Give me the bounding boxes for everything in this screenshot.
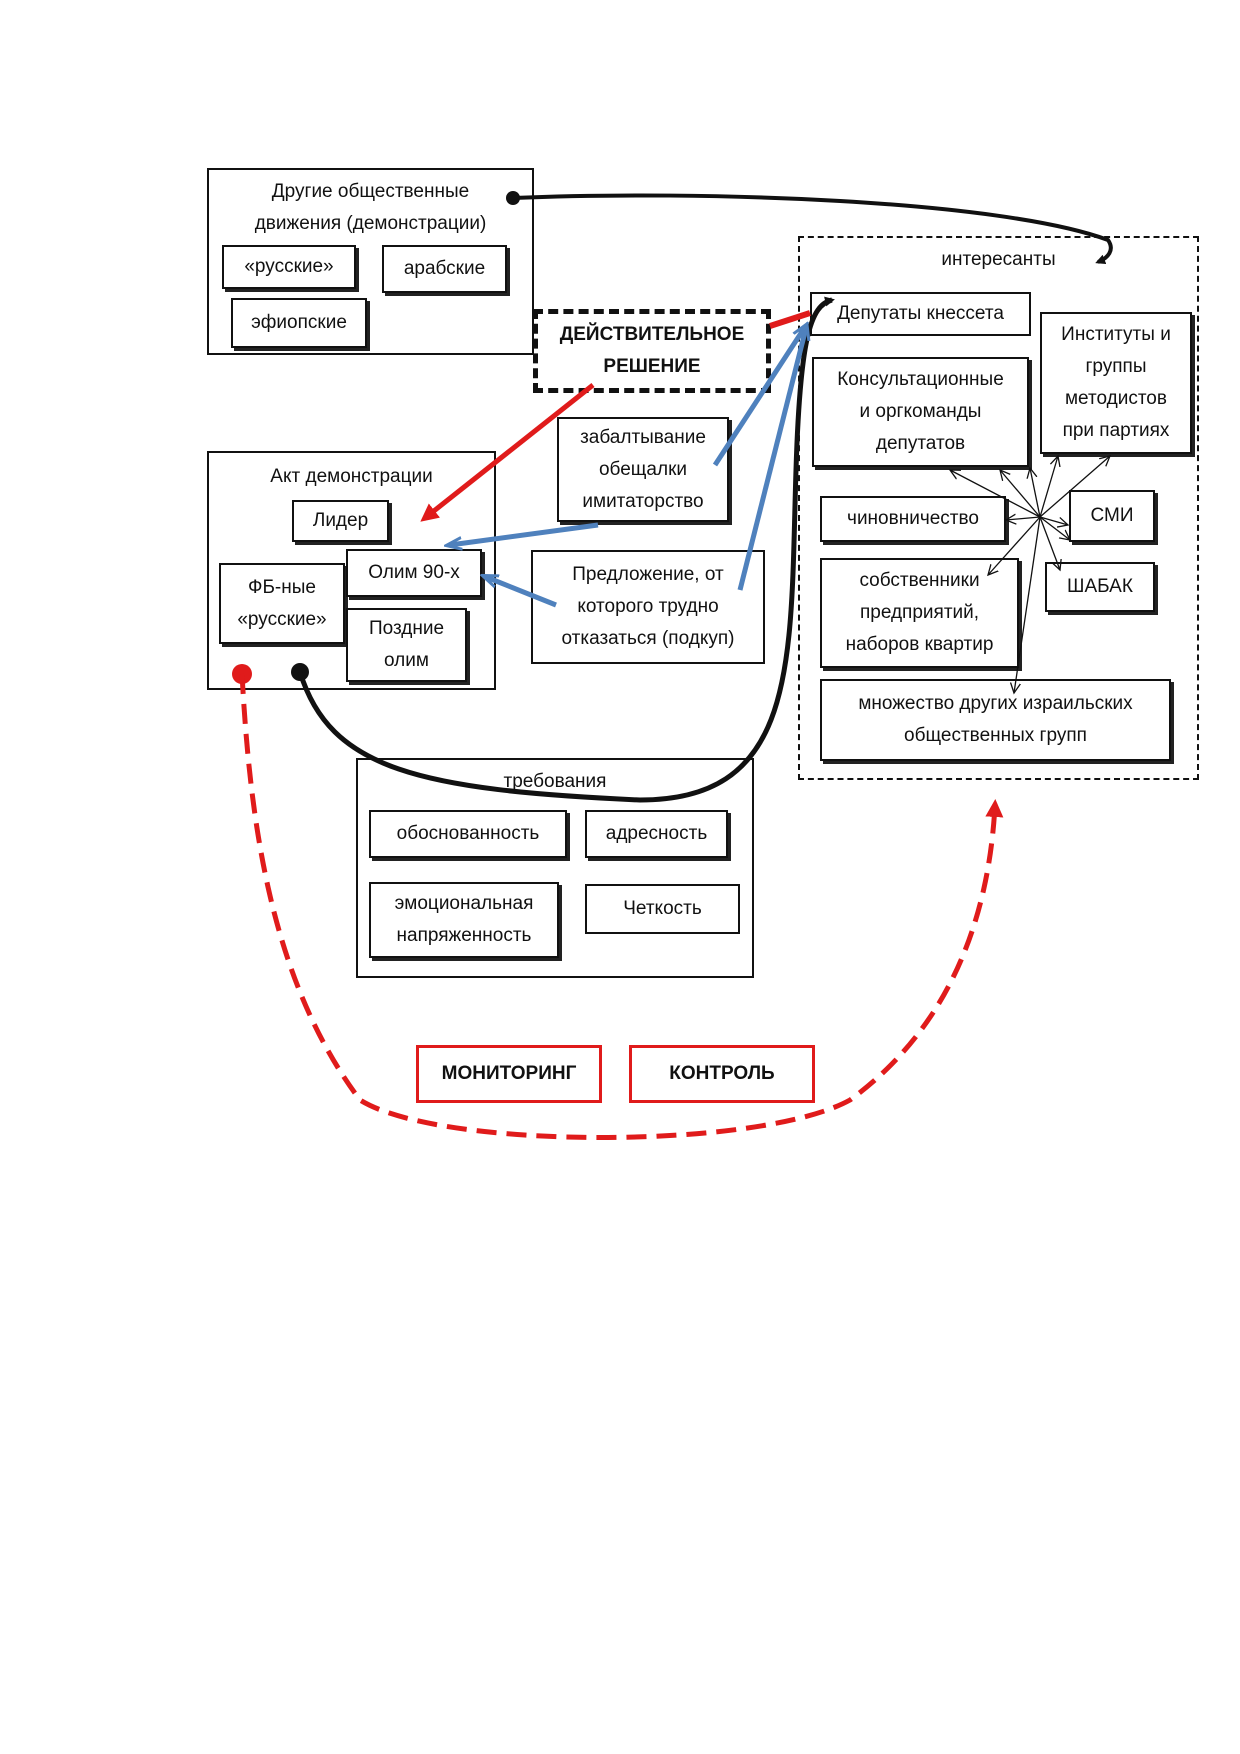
- stakeholders-title: интересанты: [941, 249, 1056, 270]
- targeted-box: адресность: [585, 810, 728, 858]
- real-decision-box: ДЕЙСТВИТЕЛЬНОЕ РЕШЕНИЕ: [533, 309, 771, 393]
- justified-box: обоснованность: [369, 810, 567, 858]
- monitoring-box: МОНИТОРИНГ: [416, 1045, 602, 1103]
- fb-russian-box: ФБ-ные «русские»: [219, 563, 345, 644]
- consulting-teams-box: Консультационные и оргкоманды депутатов: [812, 357, 1029, 467]
- offer-to-olim-arrow: [486, 577, 557, 608]
- shabak-box: ШАБАК: [1045, 562, 1155, 612]
- monitoring-control-loop: [239, 673, 1004, 1140]
- control-box: КОНТРОЛЬ: [629, 1045, 815, 1103]
- decision-to-demo-arrow: [420, 383, 595, 522]
- other-groups-box: множество других израильских общественны…: [820, 679, 1171, 761]
- stalling-box: забалтывание обещалки имитаторство: [557, 417, 729, 522]
- knesset-decision-link: [769, 310, 811, 329]
- media-box: СМИ: [1069, 490, 1155, 542]
- knesset-members-box: Депутаты кнессета: [810, 292, 1031, 336]
- emotional-tension-box: эмоциональная напряженность: [369, 882, 559, 958]
- russian-movement-box: «русские»: [222, 245, 356, 289]
- demonstration-act-title: Акт демонстрации: [270, 466, 433, 487]
- late-olim-box: Поздние олим: [346, 608, 467, 682]
- requirements-title: требования: [503, 771, 607, 792]
- business-owners-box: собственники предприятий, наборов кварти…: [820, 558, 1019, 668]
- leader-box: Лидер: [292, 500, 389, 542]
- party-institutes-box: Институты и группы методистов при партия…: [1040, 312, 1192, 454]
- other-movements-title: Другие общественные движения (демонстрац…: [254, 181, 487, 234]
- stakeholders-box: интересанты: [798, 236, 1199, 780]
- offer-to-knesset-arrow: [737, 328, 806, 591]
- demo-to-knesset-arrow: [297, 296, 835, 803]
- arab-movement-box: арабские: [382, 245, 507, 293]
- clarity-box: Четкость: [585, 884, 740, 934]
- stalling-to-knesset-arrow: [712, 327, 805, 467]
- interaction-star: [950, 456, 1110, 693]
- olim-90s-box: Олим 90-х: [346, 549, 482, 597]
- ethiopian-movement-box: эфиопские: [231, 298, 367, 348]
- officials-box: чиновничество: [820, 496, 1006, 542]
- bribe-offer-box: Предложение, от которого трудно отказать…: [531, 550, 765, 664]
- stalling-to-olim-arrow: [450, 522, 599, 545]
- movements-to-stakeholders-arrow: [512, 193, 1113, 265]
